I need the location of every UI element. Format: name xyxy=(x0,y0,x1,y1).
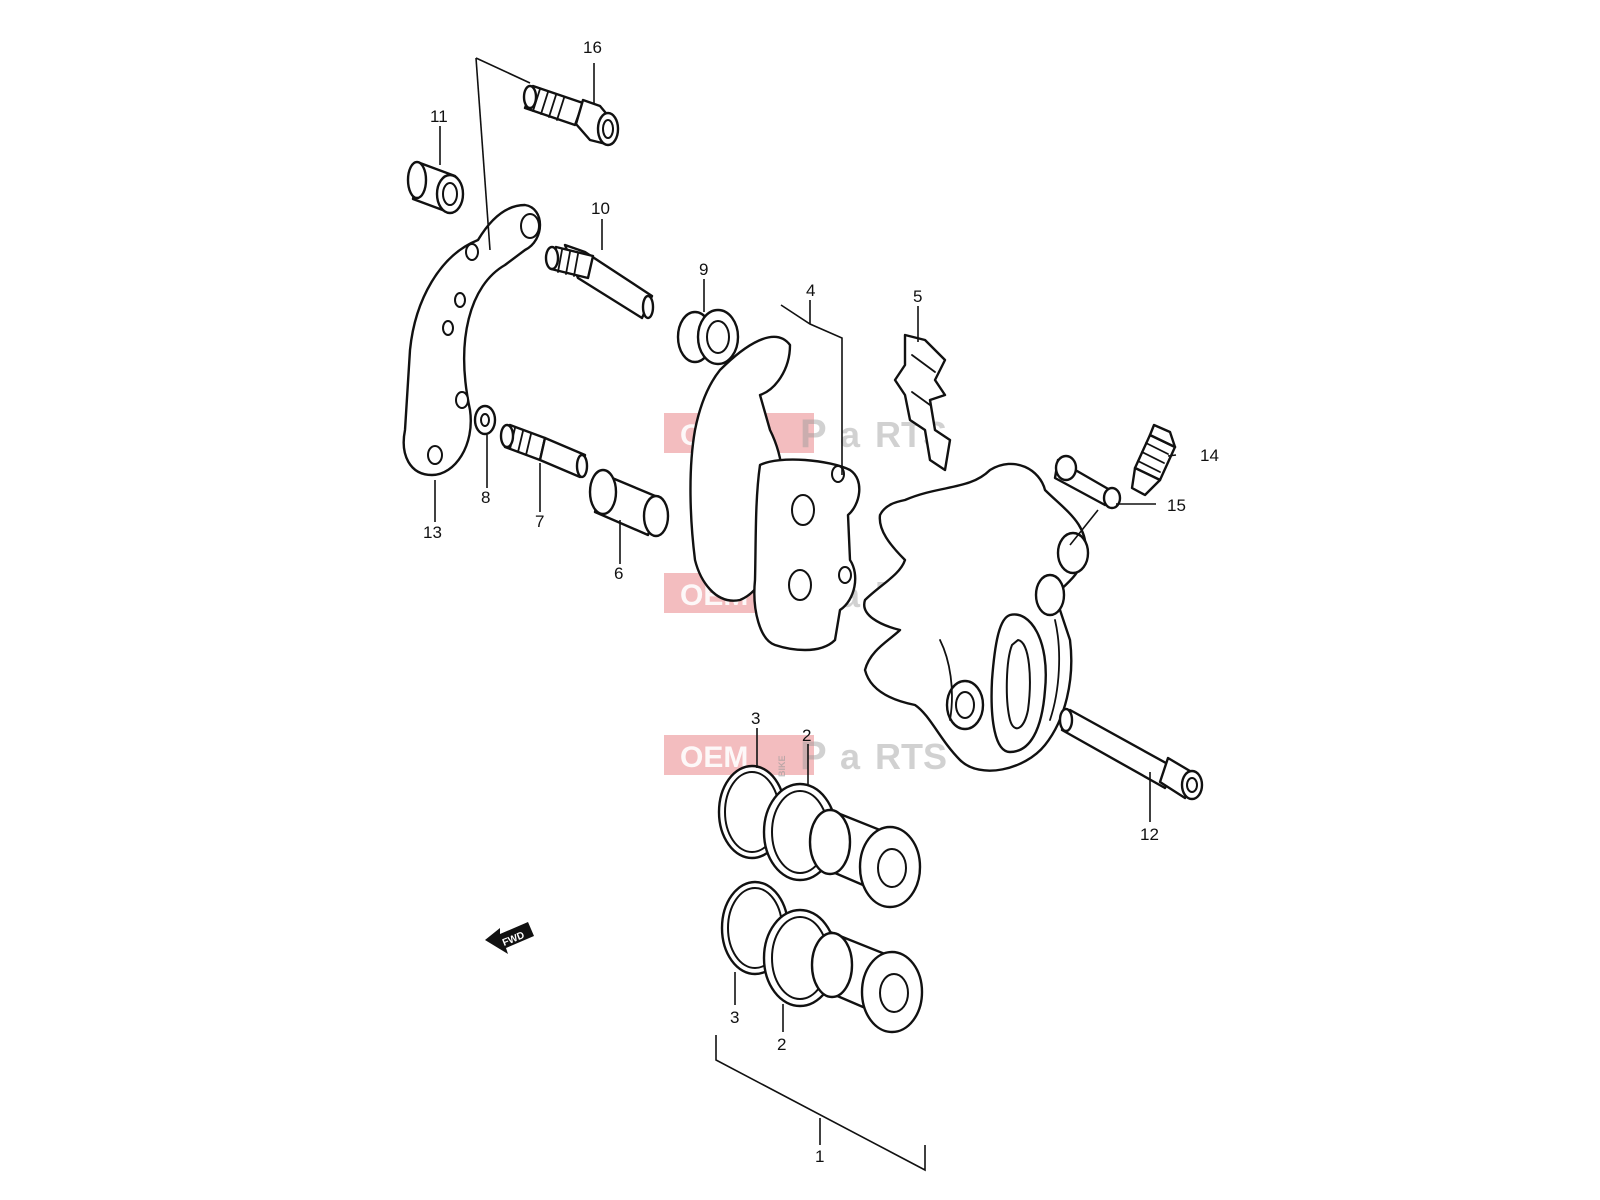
callout-7: 7 xyxy=(535,512,544,531)
piston-set-upper xyxy=(717,764,922,909)
svg-text:OEM: OEM xyxy=(680,741,748,774)
callout-1: 1 xyxy=(815,1147,824,1166)
part-6-bushing xyxy=(588,468,670,538)
part-13-bracket xyxy=(402,203,542,477)
callout-6: 6 xyxy=(614,564,623,583)
callout-2-upper: 2 xyxy=(802,726,811,745)
svg-text:a: a xyxy=(840,736,861,777)
callout-3-upper: 3 xyxy=(751,709,760,728)
callout-12: 12 xyxy=(1140,825,1159,844)
callout-13: 13 xyxy=(423,523,442,542)
callout-3-lower: 3 xyxy=(730,1008,739,1027)
callout-16: 16 xyxy=(583,38,602,57)
leader-lines xyxy=(434,57,1177,1172)
svg-text:BIKE: BIKE xyxy=(777,755,787,777)
part-12-slide-pin xyxy=(1058,707,1204,801)
svg-text:P: P xyxy=(800,734,827,778)
callout-14: 14 xyxy=(1200,446,1219,465)
svg-text:RTS: RTS xyxy=(875,736,947,777)
svg-text:a: a xyxy=(840,414,861,455)
part-14-bleeder-screw xyxy=(1130,423,1177,497)
callout-5: 5 xyxy=(913,287,922,306)
callout-10: 10 xyxy=(591,199,610,218)
part-8-washer xyxy=(473,404,497,436)
piston-set-lower xyxy=(720,880,924,1034)
callout-11: 11 xyxy=(430,107,448,126)
callout-labels: 16 11 10 9 4 5 14 15 13 8 7 6 3 2 12 3 2… xyxy=(423,38,1219,1166)
fwd-arrow-icon: FWD xyxy=(485,922,534,954)
callout-2-lower: 2 xyxy=(777,1035,786,1054)
callout-15: 15 xyxy=(1167,496,1186,515)
part-15-cap xyxy=(1053,454,1122,510)
part-4-brake-pads xyxy=(689,335,861,652)
part-10-pin xyxy=(544,243,655,320)
svg-text:P: P xyxy=(800,412,827,456)
callout-4: 4 xyxy=(806,281,815,300)
caliper-body xyxy=(863,462,1090,772)
part-5-spring-clip xyxy=(893,333,952,472)
part-11-sleeve xyxy=(406,160,465,215)
callout-8: 8 xyxy=(481,488,490,507)
callout-9: 9 xyxy=(699,260,708,279)
part-16-bolt xyxy=(522,84,620,147)
part-7-pin xyxy=(499,423,589,479)
part-9-boot xyxy=(676,308,740,366)
